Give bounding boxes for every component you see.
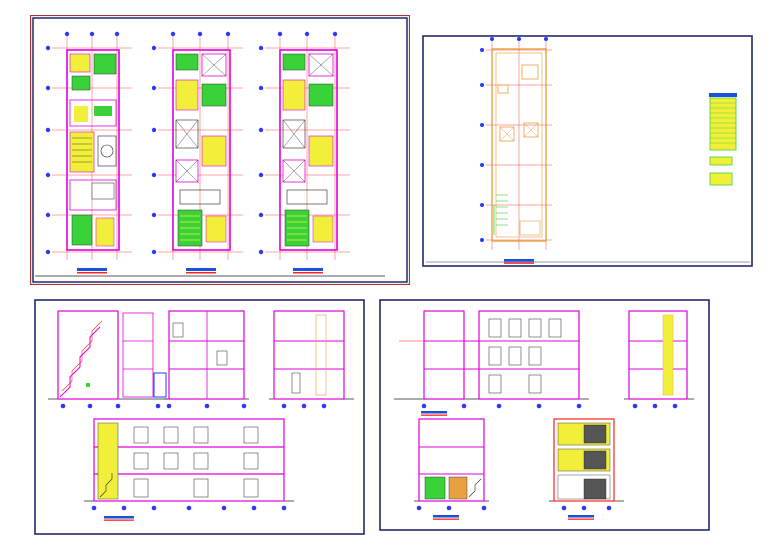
section-right-b [624,310,694,409]
section-right [269,310,354,409]
section-middle [164,310,249,409]
facade-elevation [549,418,624,520]
floor-plan-level-3 [258,31,350,274]
section-small [414,418,489,520]
sheet-inner-frame [32,17,408,283]
floor-plans-sheet [30,15,410,285]
section-stair [48,310,178,409]
elevation-long [84,418,294,521]
floor-plan-level-2 [151,31,243,274]
sections-b-sheet [379,299,710,531]
section-long-b [394,310,589,416]
roof-plan [480,37,552,264]
roof-plan-sheet [422,35,753,267]
floor-plan-level-1 [45,31,132,274]
sheet-border [422,35,753,267]
legend-table [709,93,737,186]
sheet-border [34,299,365,535]
sections-a-sheet [34,299,365,535]
